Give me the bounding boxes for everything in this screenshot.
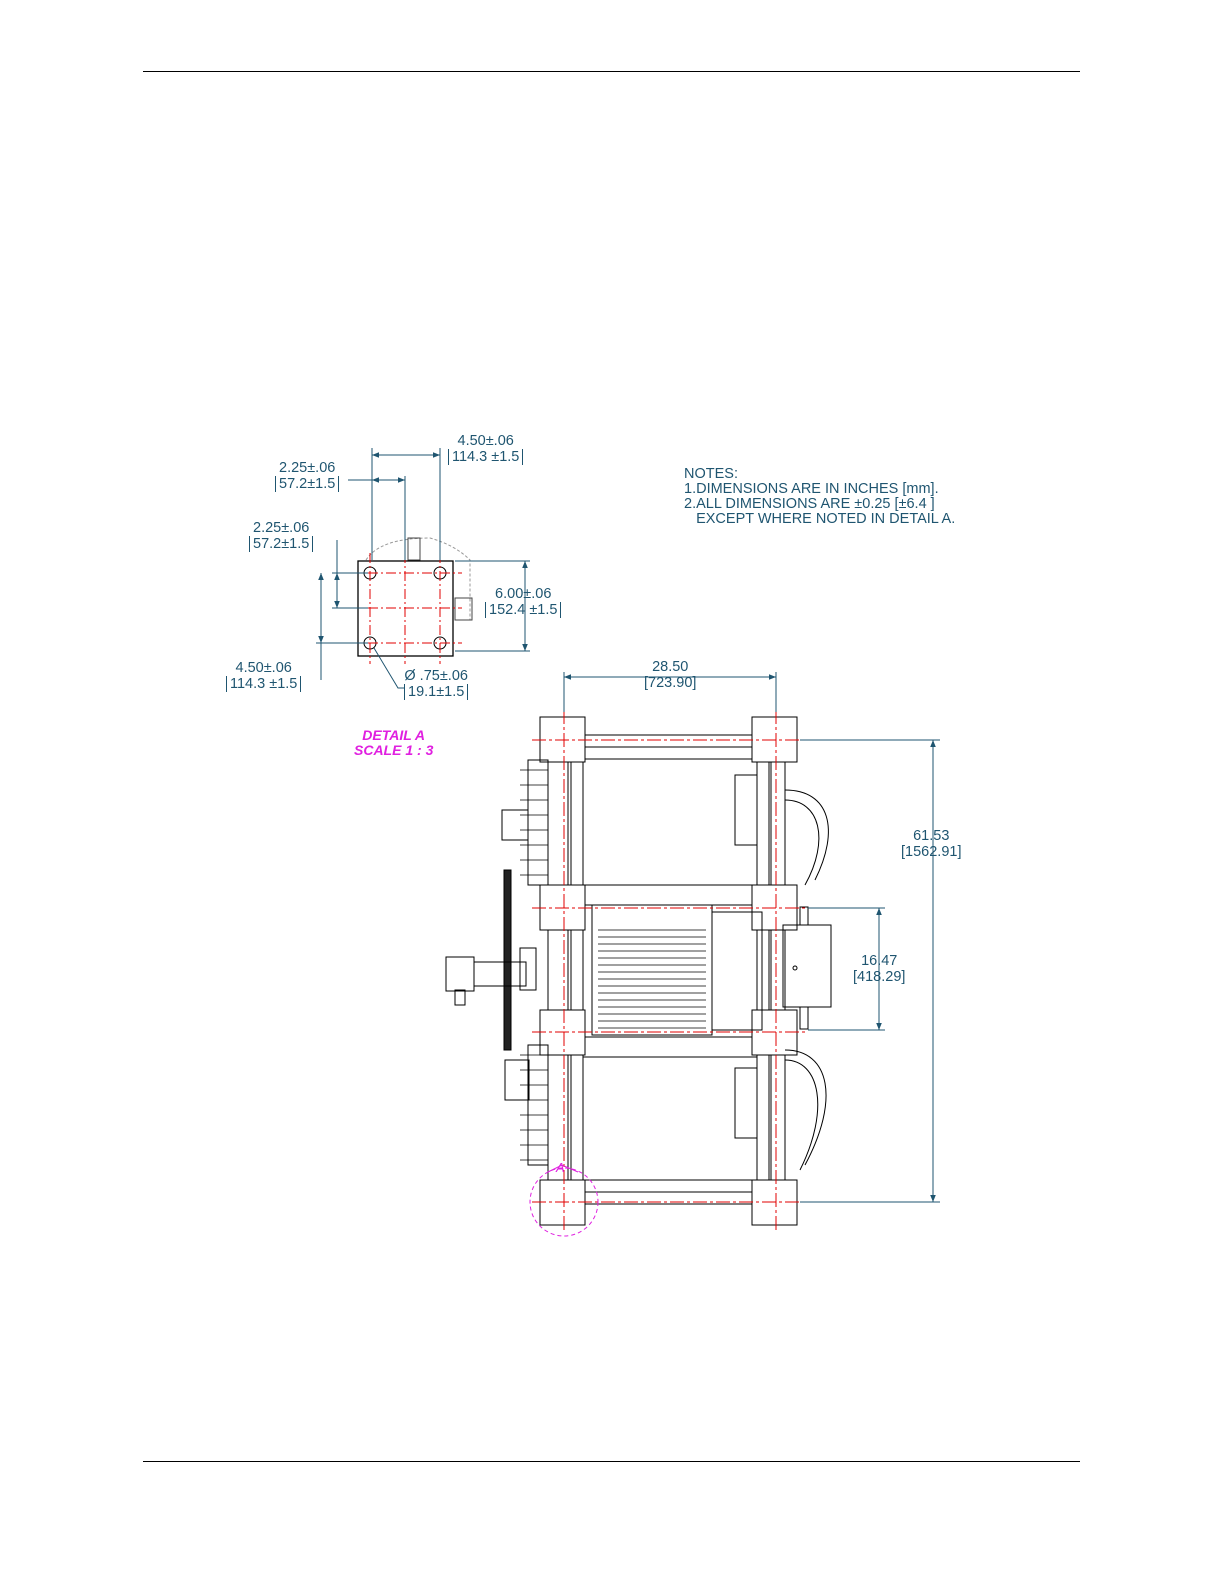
dim-top-half-in: 2.25±.06	[275, 460, 339, 476]
dim-top-width-mm: 114.3 ±1.5	[448, 449, 523, 465]
notes-line-3: EXCEPT WHERE NOTED IN DETAIL A.	[684, 512, 955, 527]
dim-height-in: 6.00±.06	[485, 586, 561, 602]
dim-left-half: 2.25±.06 57.2±1.5	[249, 520, 313, 552]
dim-hole-mm: 19.1±1.5	[404, 684, 468, 700]
heatsink-fins	[520, 770, 548, 1160]
dim-frame-width-in: 28.50	[644, 659, 696, 675]
main-frame-view	[446, 717, 831, 1225]
module-fins	[598, 930, 706, 1028]
detail-a-title: DETAIL A	[354, 728, 433, 743]
notes-line-2: 2.ALL DIMENSIONS ARE ±0.25 [±6.4 ]	[684, 497, 955, 512]
dim-module-height-mm: [418.29]	[853, 969, 905, 985]
detail-a-view	[316, 448, 530, 688]
dim-module-height-in: 16.47	[853, 953, 905, 969]
dim-frame-width-mm: [723.90]	[644, 675, 696, 691]
notes-title: NOTES:	[684, 467, 955, 482]
detail-a-callout-letter: A	[555, 1160, 565, 1175]
dim-module-height: 16.47 [418.29]	[853, 953, 905, 985]
dim-frame-height: 61.53 [1562.91]	[901, 828, 961, 860]
dim-left-half-mm: 57.2±1.5	[249, 536, 313, 552]
dim-hole-in: Ø .75±.06	[404, 668, 468, 684]
dim-top-width: 4.50±.06 114.3 ±1.5	[448, 433, 523, 465]
dim-left-width-in: 4.50±.06	[226, 660, 301, 676]
dim-height: 6.00±.06 152.4 ±1.5	[485, 586, 561, 618]
dim-hole: Ø .75±.06 19.1±1.5	[404, 668, 468, 700]
dim-top-half-mm: 57.2±1.5	[275, 476, 339, 492]
main-centerlines	[532, 710, 805, 1232]
dim-frame-height-mm: [1562.91]	[901, 844, 961, 860]
dim-top-width-in: 4.50±.06	[448, 433, 523, 449]
notes-block: NOTES:1.DIMENSIONS ARE IN INCHES [mm].2.…	[684, 467, 955, 527]
dim-left-width: 4.50±.06 114.3 ±1.5	[226, 660, 301, 692]
dim-left-half-in: 2.25±.06	[249, 520, 313, 536]
dim-left-width-mm: 114.3 ±1.5	[226, 676, 301, 692]
dim-frame-width: 28.50 [723.90]	[644, 659, 696, 691]
dim-top-half: 2.25±.06 57.2±1.5	[275, 460, 339, 492]
detail-a-label: DETAIL A SCALE 1 : 3	[354, 728, 433, 758]
dim-height-mm: 152.4 ±1.5	[485, 602, 561, 618]
detail-a-scale: SCALE 1 : 3	[354, 743, 433, 758]
dim-frame-height-in: 61.53	[901, 828, 961, 844]
notes-line-1: 1.DIMENSIONS ARE IN INCHES [mm].	[684, 482, 955, 497]
